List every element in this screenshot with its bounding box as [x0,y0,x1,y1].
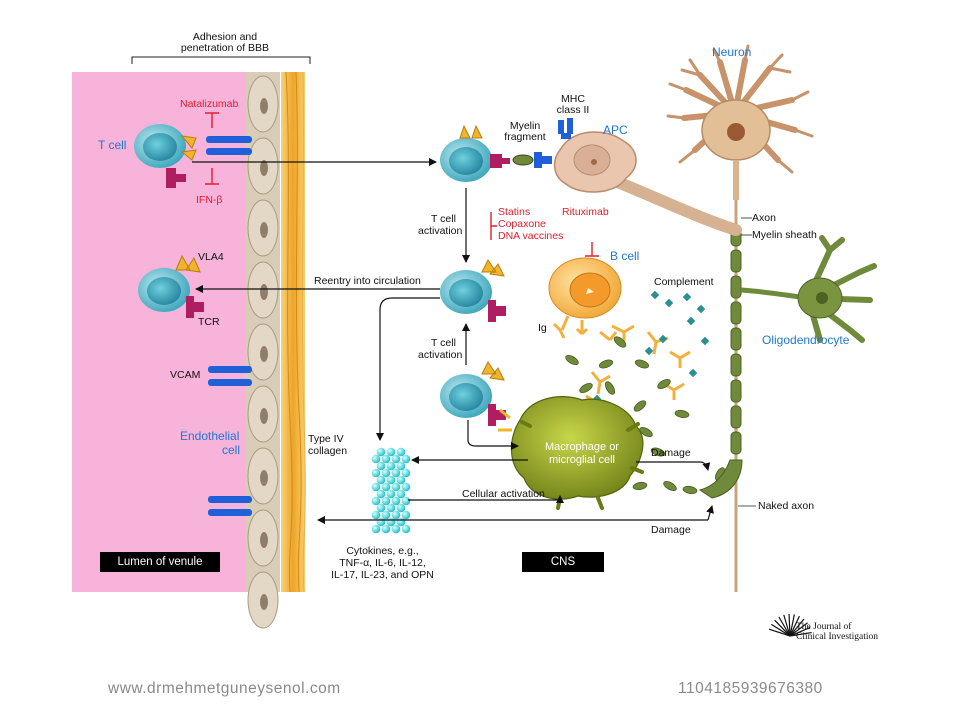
complement-label: Complement [654,276,714,288]
cns-label: CNS [522,552,604,572]
inhibition-markers [205,112,599,257]
bbb-label-line1: Adhesion and [192,31,258,43]
endothelial-label-line1: Endothelial [180,429,240,443]
dna-vaccines-label: DNA vaccines [498,230,564,242]
apc-cell [553,131,742,236]
antibodies [585,324,691,404]
myelin-fragment-label-line2: fragment [504,131,546,143]
t-cell-label: T cell [98,138,127,152]
lumen-of-venule-label: Lumen of venule [100,552,220,572]
oligodendrocyte [740,235,877,343]
t-cell-lumen-adhesion [134,124,252,188]
t-activation-2-line1: T cell [431,337,456,349]
axon-label: Axon [752,212,776,224]
natalizumab-label: Natalizumab [180,98,239,110]
naked-axon-label: Naked axon [758,500,815,512]
oligodendrocyte-label: Oligodendrocyte [762,333,850,347]
cellular-activation-label: Cellular activation [462,488,545,500]
apc-label: APC [603,123,628,137]
jci-logo-icon [768,613,812,637]
neuron-label: Neuron [712,45,752,59]
flow-arrows [192,158,714,524]
macrophage-label-line1: Macrophage or [545,441,619,453]
vcam-label: VCAM [170,369,201,381]
endothelial-label-line2: cell [222,443,241,457]
jci-line2: Clinical Investigation [796,632,879,642]
mhc-class-ii-icon [558,118,573,139]
cytokine-cluster [371,447,411,534]
t-activation-2-line2: activation [418,349,463,361]
jci-line1: The Journal of [796,622,852,632]
myelin-sheath-label: Myelin sheath [752,229,817,241]
t-cell-reentry [138,254,204,318]
tcr-label: TCR [198,316,220,328]
footer-website: www.drmehmetguneysenol.com [108,680,341,697]
t-cell-cns-activated [440,259,506,322]
endothelial-layer [246,72,280,629]
copaxone-label: Copaxone [498,218,546,230]
mhc-label-line1: MHC [561,93,585,105]
b-cell [548,257,622,339]
bbb-label-line2: penetration of BBB [180,42,270,54]
type-iv-collagen-band [281,71,306,593]
vcam-molecules [208,366,252,516]
damage-label-2: Damage [651,524,691,536]
myelin-debris [565,336,726,495]
t-cell-apc-contact [440,124,552,182]
cytokines-line3: IL-17, IL-23, and OPN [331,569,434,581]
t-activation-1-line1: T cell [431,213,456,225]
statins-label: Statins [498,206,531,218]
ig-label: Ig [538,322,547,334]
cytokines-line1: Cytokines, e.g., [346,545,419,557]
type-iv-label-line2: collagen [308,445,348,457]
footer-id-number: 1104185939676380 [678,680,823,697]
myelin-fragment-label-line1: Myelin [509,120,541,132]
macrophage-microglial-cell [498,396,644,510]
myelin-sheath-segments [730,227,742,455]
ifn-beta-label: IFN-β [196,194,223,206]
macrophage-label-line2: microglial cell [548,454,616,466]
cytokines-line2: TNF-α, IL-6, IL-12, [339,557,426,569]
type-iv-label-line1: Type IV [308,433,344,445]
b-cell-label: B cell [610,249,640,263]
mhc-label-line2: class II [556,104,590,116]
damage-label-1: Damage [651,447,691,459]
rituximab-label: Rituximab [562,206,609,218]
bbb-bracket [131,56,311,64]
t-cell-macrophage-contact [440,361,506,426]
axon-label-leaders [738,217,756,507]
reentry-label: Reentry into circulation [314,275,421,287]
demyelinated-axon-end [698,459,743,499]
t-activation-1-line2: activation [418,225,463,237]
vla4-label: VLA4 [198,251,224,263]
